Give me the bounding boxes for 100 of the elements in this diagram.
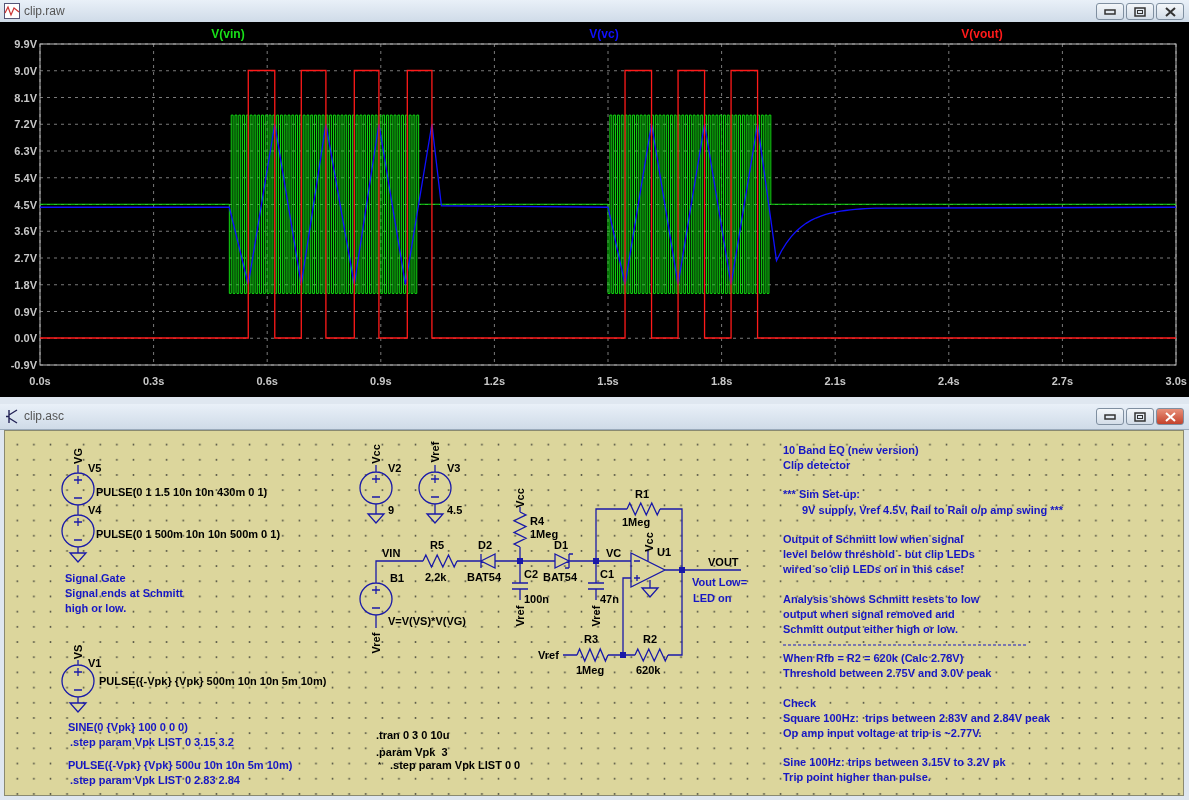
schematic-label: .param Vpk 3 bbox=[376, 745, 448, 759]
axis-tick-label: 2.7V bbox=[14, 251, 37, 265]
trace-label: V(vin) bbox=[211, 27, 245, 41]
window-title: clip.raw bbox=[24, 4, 65, 18]
axis-tick-label: 3.6V bbox=[14, 224, 37, 238]
comment-text: 9V supply, Vref 4.5V, Rail to Rail o/p amp swing *** bbox=[802, 503, 1064, 517]
schematic-label: PULSE(0 1 500m 10n 10n 500m 0 1) bbox=[96, 527, 281, 541]
schematic-label: 620k bbox=[636, 663, 661, 677]
comment-text: *** Sim Set-up: bbox=[783, 487, 860, 501]
axis-tick-label: 1.5s bbox=[597, 374, 619, 388]
axis-tick-label: 1.8V bbox=[14, 278, 37, 292]
comment-text: level below threshold - but clip LEDs bbox=[783, 547, 975, 561]
comment-text: Vout Low= bbox=[692, 575, 748, 589]
comment-text: Sine 100Hz: trips between 3.15V to 3.2V pk bbox=[783, 755, 1006, 769]
trace-label: V(vc) bbox=[589, 27, 619, 41]
axis-tick-label: 2.1s bbox=[824, 374, 846, 388]
net-label: Vref bbox=[369, 632, 383, 654]
axis-tick-label: 1.8s bbox=[710, 374, 733, 388]
comment-text: .step param Vpk LIST 0 3.15 3.2 bbox=[70, 735, 234, 749]
comment-text: high or low. bbox=[65, 601, 127, 615]
axis-tick-label: 3.0s bbox=[1165, 374, 1187, 388]
comment-text: Op amp input voltage at trip is ~2.77V. bbox=[783, 726, 982, 740]
axis-tick-label: 0.6s bbox=[256, 374, 278, 388]
window-title: clip.asc bbox=[24, 409, 64, 423]
trace-label: V(vout) bbox=[961, 27, 1003, 41]
comment-text: Threshold between 2.75V and 3.0V peak bbox=[783, 666, 992, 680]
schematic-label: VC bbox=[606, 546, 622, 560]
axis-tick-label: 9.0V bbox=[14, 64, 37, 78]
net-label: Vcc bbox=[642, 532, 656, 552]
comment-text: wired so clip LEDs on in this case! bbox=[783, 562, 964, 576]
schematic-label: VIN bbox=[382, 546, 401, 560]
schematic-label: BAT54 bbox=[467, 570, 502, 584]
schematic-label: 1Meg bbox=[622, 515, 651, 529]
comment-text: Check bbox=[783, 696, 817, 710]
schematic-label: VOUT bbox=[708, 555, 739, 569]
schematic-label: 2.2k bbox=[425, 570, 447, 584]
comment-text: 10 Band EQ (new version) bbox=[783, 443, 919, 457]
axis-tick-label: 0.0s bbox=[29, 374, 51, 388]
axis-tick-label: 0.9V bbox=[14, 305, 37, 318]
schematic-label: 47n bbox=[600, 592, 619, 606]
schematic-label: V3 bbox=[447, 461, 461, 475]
schematic-label: V=V(VS)*V(VG) bbox=[388, 614, 466, 628]
schematic-label: Vref bbox=[538, 648, 559, 662]
schematic-label: C1 bbox=[600, 567, 615, 581]
comment-text: Clip detector bbox=[783, 458, 851, 472]
axis-tick-label: 9.9V bbox=[14, 37, 37, 51]
schematic-label: 100n bbox=[524, 592, 550, 606]
comment-mark: * bbox=[378, 758, 382, 771]
net-label: Vref bbox=[513, 605, 527, 627]
schematic-label: R1 bbox=[635, 487, 650, 501]
schematic-label: C2 bbox=[524, 567, 539, 581]
schematic-label: B1 bbox=[390, 571, 405, 585]
axis-tick-label: 0.9s bbox=[370, 374, 392, 388]
axis-tick-label: 2.4s bbox=[938, 374, 960, 388]
schematic-label: R2 bbox=[643, 632, 658, 646]
comment-text: SINE(0 {Vpk} 100 0 0 0) bbox=[68, 720, 188, 734]
axis-tick-label: 0.0V bbox=[14, 331, 37, 345]
schematic-label: R3 bbox=[584, 632, 599, 646]
schematic-label: 1Meg bbox=[576, 663, 605, 677]
schematic-label: 1Meg bbox=[530, 527, 559, 541]
comment-text: Signal ends at Schmitt bbox=[65, 586, 183, 600]
net-label: Vref bbox=[428, 441, 442, 463]
comment-text: Trip point higher than pulse. bbox=[783, 770, 931, 784]
axis-tick-label: 5.4V bbox=[14, 171, 37, 185]
schematic-label: PULSE(0 1 1.5 10n 10n 430m 0 1) bbox=[96, 485, 268, 499]
comment-text: output when signal removed and bbox=[783, 607, 955, 621]
comment-text: .step param Vpk LIST 0 2.83 2.84 bbox=[70, 773, 240, 787]
axis-tick-label: 7.2V bbox=[14, 117, 37, 131]
net-label: Vref bbox=[589, 605, 603, 627]
schematic-label: R5 bbox=[430, 538, 445, 552]
schematic-label: D2 bbox=[478, 538, 493, 552]
comment-text: Output of Schmitt low when signal bbox=[783, 532, 964, 546]
axis-tick-label: 0.3s bbox=[142, 374, 165, 388]
net-label: Vcc bbox=[513, 488, 527, 508]
schematic-label: R4 bbox=[530, 514, 545, 528]
net-label: VS bbox=[71, 644, 85, 660]
schematic-label: U1 bbox=[657, 545, 672, 559]
axis-tick-label: 4.5V bbox=[14, 198, 37, 211]
schematic-label: 9 bbox=[388, 503, 395, 517]
comment-text: Schmitt output either high or low. bbox=[783, 622, 958, 636]
schematic-label: V1 bbox=[88, 656, 102, 670]
schematic-label: V5 bbox=[88, 461, 102, 475]
comment-text: Signal Gate bbox=[65, 571, 126, 585]
axis-tick-label: 1.2s bbox=[483, 374, 506, 388]
comment-text: PULSE({-Vpk} {Vpk} 500u 10n 10n 5m 10m) bbox=[68, 758, 293, 772]
schematic-label: PULSE({-Vpk} {Vpk} 500m 10n 10n 5m 10m) bbox=[99, 674, 327, 688]
comment-text: When Rfb = R2 = 620k (Calc 2.78V) bbox=[783, 651, 964, 665]
axis-tick-label: 6.3V bbox=[14, 144, 37, 158]
comment-text: LED on bbox=[693, 591, 732, 605]
net-label: Vcc bbox=[369, 444, 383, 464]
axis-tick-label: 8.1V bbox=[14, 91, 37, 104]
schematic-label: V4 bbox=[88, 503, 102, 517]
schematic-label: V2 bbox=[388, 461, 402, 475]
comment-text: Square 100Hz: trips between 2.83V and 2.84V peak bbox=[783, 711, 1051, 725]
axis-tick-label: -0.9V bbox=[10, 358, 37, 372]
schematic-label: BAT54 bbox=[543, 570, 578, 584]
schematic-label: .step param Vpk LIST 0 0 bbox=[390, 758, 521, 772]
comment-text: Analysis shows Schmitt resets to low bbox=[783, 592, 980, 606]
schematic-label: .tran 0 3 0 10u bbox=[376, 728, 450, 742]
schematic-label: 4.5 bbox=[447, 503, 463, 517]
